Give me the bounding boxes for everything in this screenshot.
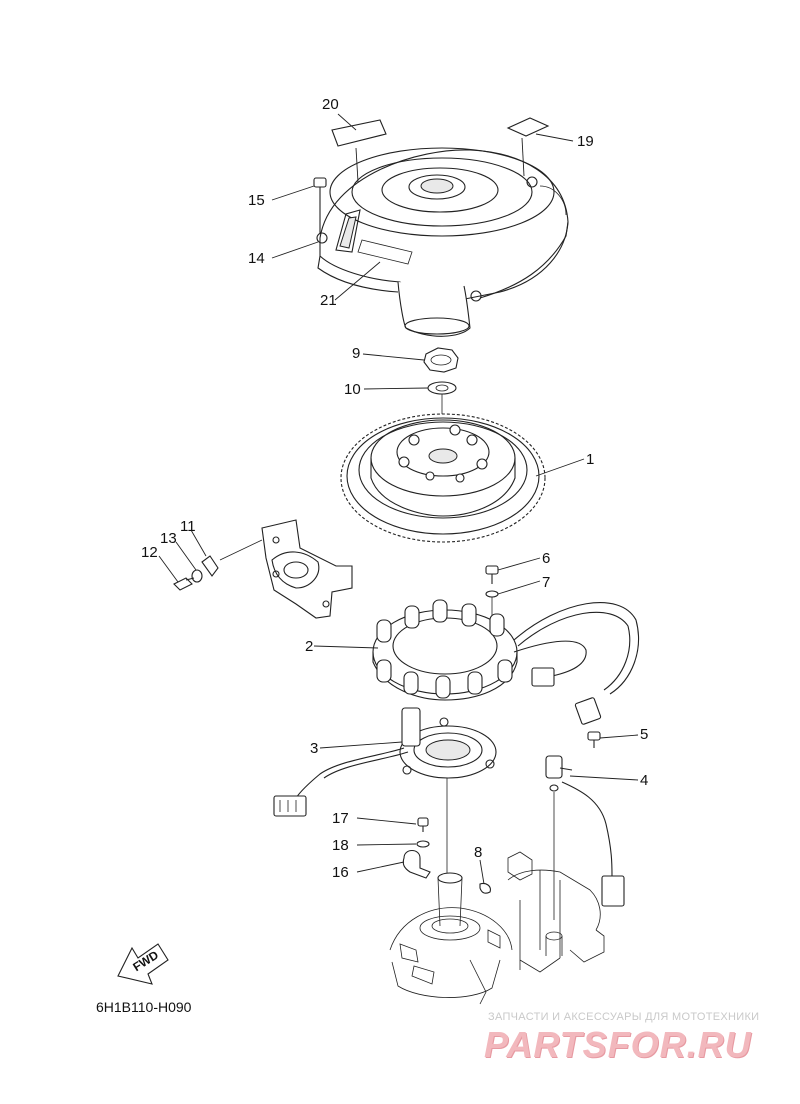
callout-2: 2 [305,638,314,655]
flywheel-nut [423,347,459,373]
cover-bolt [313,177,327,234]
callout-17: 17 [332,810,349,827]
callout-13: 13 [160,530,177,547]
diagram-code: 6H1B110-H090 [96,999,192,1015]
callout-5: 5 [640,726,649,743]
callout-18: 18 [332,837,349,854]
callout-15: 15 [248,192,265,209]
clip-bolt [173,577,195,591]
bracket-assembly [261,519,353,619]
callout-20: 20 [322,96,339,113]
callout-21: 21 [320,292,337,309]
callout-3: 3 [310,740,319,757]
callout-1: 1 [586,451,595,468]
flywheel-washer [427,381,457,395]
stator-bolt [485,565,499,584]
clip-washer [191,569,203,583]
callout-4: 4 [640,772,649,789]
watermark-logo: PARTSFOR.RU [484,1024,752,1065]
callout-7: 7 [542,574,551,591]
cord-clamp [402,849,431,879]
callout-12: 12 [141,544,158,561]
callout-leaders [158,113,639,885]
stator-coil [372,599,518,701]
callout-10: 10 [344,381,361,398]
label-sticker-19 [506,117,550,137]
clamp-washer [416,840,430,848]
callout-6: 6 [542,550,551,567]
clamp-bolt [417,817,429,832]
thermo-switch [545,755,625,920]
pulser-coil [273,707,497,817]
callout-8: 8 [474,844,483,861]
sensor-bolt [587,731,601,748]
stator-harness [513,602,640,725]
callout-11: 11 [180,518,196,535]
label-sticker-20 [331,119,387,147]
watermark-tagline: ЗАПЧАСТИ И АКСЕССУАРЫ ДЛЯ МОТОТЕХНИКИ [488,1011,760,1023]
flywheel-cover [316,147,569,337]
stator-washer [485,590,499,598]
fwd-arrow [117,943,169,985]
callout-16: 16 [332,864,349,881]
wire-clip [201,555,219,577]
flywheel [340,413,546,543]
callout-19: 19 [577,133,594,150]
callout-9: 9 [352,345,361,362]
powerhead-block [389,851,605,1005]
callout-14: 14 [248,250,265,267]
woodruff-key [479,882,491,894]
